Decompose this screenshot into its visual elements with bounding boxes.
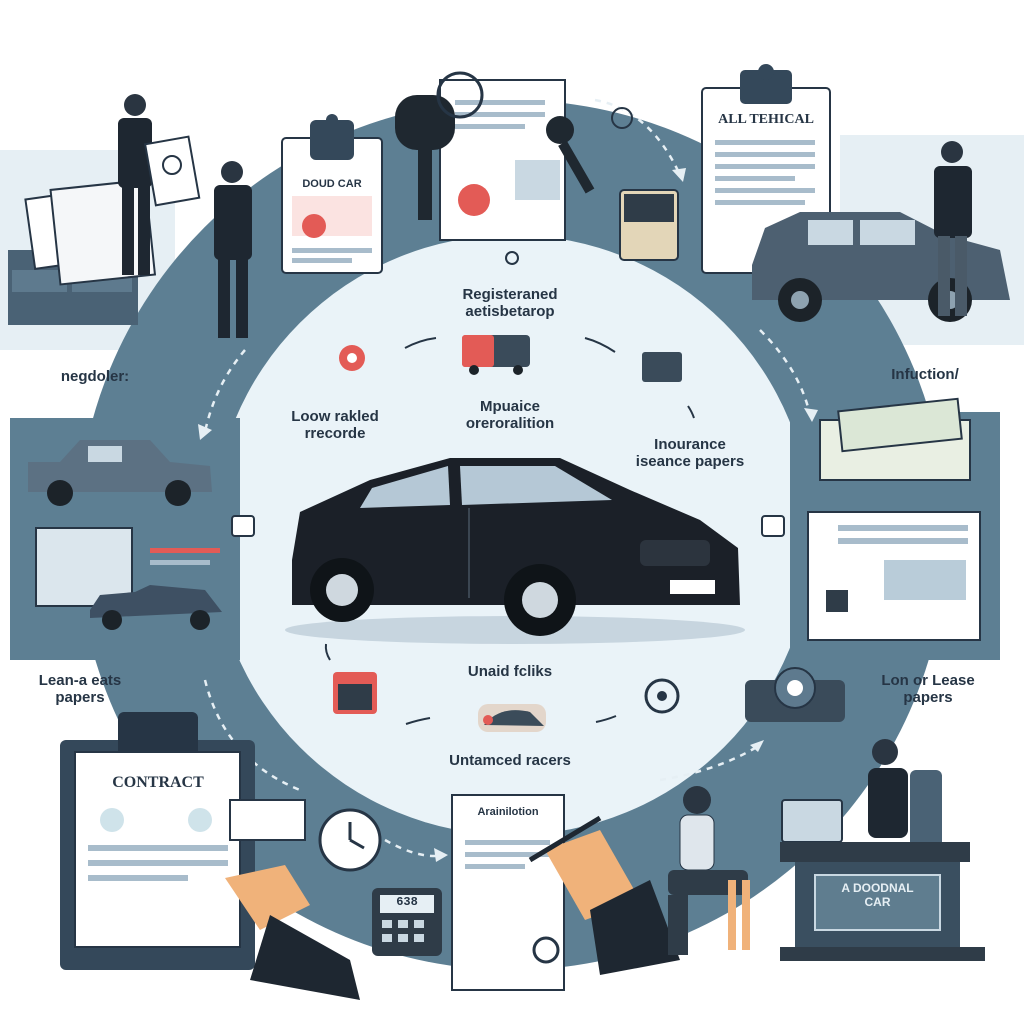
inner-arrows [324,337,695,725]
dealer-exchange-scene [8,94,252,338]
outer-left-bottom-line1: Lean-a eats [38,672,122,689]
outer-right-bottom-line2: papers [903,689,953,707]
outer-left-label: negdoler: [60,368,130,385]
clipboard-top-left [281,114,383,274]
vehicle-photo [35,527,133,607]
second-key [546,116,574,144]
center-bottom-label-2: Untamced racers [449,752,571,769]
center-bottom-label-1: Unaid fcliks [467,663,553,680]
man-left [118,118,152,188]
woman [679,814,715,871]
desk-sign-plate [814,874,941,931]
center-icons [231,251,785,732]
right-panel-documents [807,397,981,641]
dealer-seated [868,768,908,838]
center-right-line2: iseance papers [635,453,745,471]
office-chair [910,770,942,850]
left-panel-vehicles [28,440,222,630]
center-right-line1: Inourance [654,436,726,453]
center-top-label: Registeraned aetisbetarop [420,286,600,321]
desk-sign-text: A DOODNAL CAR [815,881,940,910]
small-card [229,799,306,841]
car-key-fob [395,95,455,150]
outer-right-bottom-label: Lon or Lease papers [858,672,998,707]
car-keys-scene [395,71,679,261]
pen [528,815,602,863]
agreement-signing-scene [451,794,680,991]
center-left-line2: rrecorde [304,425,366,443]
center-right-label: Inourance iseance papers [610,436,770,471]
center-mid-label: Mpuaice oreroralition [420,398,600,433]
agreement-title: Arainilotion [477,806,539,818]
central-car [285,458,745,644]
steering-wheel-icon [644,678,680,714]
desk-top [780,842,970,862]
paperwork-icon [642,352,682,382]
signing-hand-left [225,865,310,930]
suv-with-salesman [752,141,1010,322]
second-truck [90,585,222,618]
center-left-label: Loow rakled rrecorde [270,408,400,443]
salesman [934,166,972,238]
pin-icon [505,251,519,265]
desk-sign-line1: A DOODNAL [841,881,914,895]
dealer-desk-scene [780,739,985,961]
outer-left-bottom-label: Lean-a eats papers [10,672,150,707]
center-mid-line1: Mpuaice [479,398,540,415]
outer-right-label: Infuction/ [891,366,959,383]
outer-right-bottom-line1: Lon or Lease [881,672,975,689]
contract-title: CONTRACT [112,774,204,791]
held-paper [143,135,201,207]
doc-top-right-title: ALL TEHICAL [718,112,814,127]
pickup-truck [28,440,212,492]
center-top-line2: aetisbetarop [465,303,555,321]
laptop [781,799,843,843]
outer-left-bottom-line2: papers [55,689,105,707]
exchange-icon-right [761,515,785,537]
center-left-line1: Loow rakled [291,408,379,425]
contract-signing-scene [60,712,442,1000]
center-mid-line2: oreroralition [465,415,555,433]
engine-gear-icon [745,667,845,722]
center-top-line1: Registeraned [462,286,558,303]
calculator-display: 638 [396,895,418,909]
exchange-icon-left [231,515,255,537]
customer-waiting [668,786,750,955]
dashed-arrow-heads [198,168,818,862]
desk-sign-line2: CAR [864,894,891,909]
doc-top-left-title: DOUD CAR [302,178,362,190]
license-plate [670,580,715,594]
man-right [214,185,252,260]
